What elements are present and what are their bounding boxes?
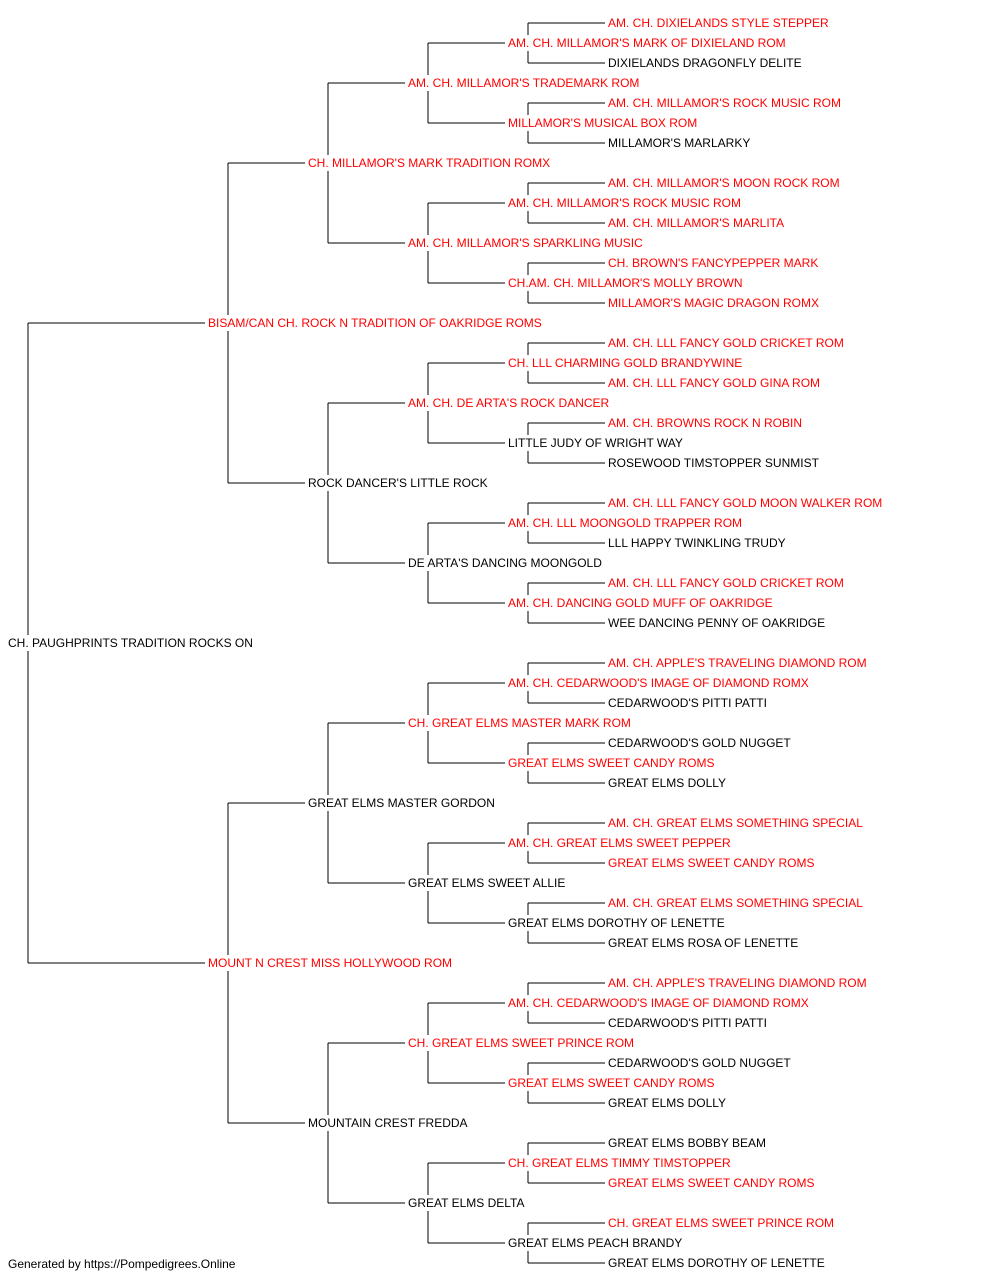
ancestor-name: LLL HAPPY TWINKLING TRUDY bbox=[608, 536, 786, 550]
ancestor-name: GREAT ELMS SWEET CANDY ROMS bbox=[508, 1076, 715, 1090]
ancestor-name: GREAT ELMS MASTER GORDON bbox=[308, 796, 495, 810]
ancestor-name: AM. CH. MILLAMOR'S ROCK MUSIC ROM bbox=[508, 196, 741, 210]
ancestor-name: AM. CH. LLL FANCY GOLD GINA ROM bbox=[608, 376, 821, 390]
ancestor-name: CH. LLL CHARMING GOLD BRANDYWINE bbox=[508, 356, 743, 370]
ancestor-name: GREAT ELMS SWEET ALLIE bbox=[408, 876, 566, 890]
ancestor-name: AM. CH. DANCING GOLD MUFF OF OAKRIDGE bbox=[508, 596, 773, 610]
ancestor-name: CH. GREAT ELMS TIMMY TIMSTOPPER bbox=[508, 1156, 731, 1170]
ancestor-name: CH. GREAT ELMS SWEET PRINCE ROM bbox=[608, 1216, 835, 1230]
ancestor-name: AM. CH. MILLAMOR'S ROCK MUSIC ROM bbox=[608, 96, 841, 110]
ancestor-name: GREAT ELMS DOROTHY OF LENETTE bbox=[508, 916, 725, 930]
ancestor-name: AM. CH. DE ARTA'S ROCK DANCER bbox=[408, 396, 610, 410]
ancestor-name: AM. CH. MILLAMOR'S MOON ROCK ROM bbox=[608, 176, 840, 190]
ancestor-name: AM. CH. MILLAMOR'S SPARKLING MUSIC bbox=[408, 236, 643, 250]
ancestor-name: AM. CH. DIXIELANDS STYLE STEPPER bbox=[608, 16, 829, 30]
ancestor-name: GREAT ELMS DOROTHY OF LENETTE bbox=[608, 1256, 825, 1270]
ancestor-name: GREAT ELMS DELTA bbox=[408, 1196, 525, 1210]
ancestor-name: GREAT ELMS SWEET CANDY ROMS bbox=[608, 1176, 815, 1190]
ancestor-name: ROCK DANCER'S LITTLE ROCK bbox=[308, 476, 488, 490]
ancestor-name: MILLAMOR'S MUSICAL BOX ROM bbox=[508, 116, 698, 130]
ancestor-name: AM. CH. MILLAMOR'S MARLITA bbox=[608, 216, 785, 230]
ancestor-name: CH. GREAT ELMS SWEET PRINCE ROM bbox=[408, 1036, 635, 1050]
ancestor-name: AM. CH. APPLE'S TRAVELING DIAMOND ROM bbox=[608, 656, 867, 670]
ancestor-name: AM. CH. APPLE'S TRAVELING DIAMOND ROM bbox=[608, 976, 867, 990]
ancestor-name: WEE DANCING PENNY OF OAKRIDGE bbox=[608, 616, 826, 630]
ancestor-name: CEDARWOOD'S GOLD NUGGET bbox=[608, 736, 791, 750]
ancestor-name: CH.AM. CH. MILLAMOR'S MOLLY BROWN bbox=[508, 276, 743, 290]
ancestor-name: AM. CH. LLL MOONGOLD TRAPPER ROM bbox=[508, 516, 743, 530]
ancestor-name: AM. CH. LLL FANCY GOLD CRICKET ROM bbox=[608, 336, 844, 350]
ancestor-name: AM. CH. BROWNS ROCK N ROBIN bbox=[608, 416, 803, 430]
ancestor-name: AM. CH. LLL FANCY GOLD MOON WALKER ROM bbox=[608, 496, 883, 510]
ancestor-name: AM. CH. MILLAMOR'S MARK OF DIXIELAND ROM bbox=[508, 36, 786, 50]
ancestor-name: GREAT ELMS PEACH BRANDY bbox=[508, 1236, 683, 1250]
ancestor-name: CEDARWOOD'S GOLD NUGGET bbox=[608, 1056, 791, 1070]
ancestor-name: CH. GREAT ELMS MASTER MARK ROM bbox=[408, 716, 631, 730]
ancestor-name: MOUNT N CREST MISS HOLLYWOOD ROM bbox=[208, 956, 453, 970]
footer-credit: Generated by https://Pompedigrees.Online bbox=[8, 1257, 236, 1271]
ancestor-name: CEDARWOOD'S PITTI PATTI bbox=[608, 1016, 767, 1030]
ancestor-name: GREAT ELMS DOLLY bbox=[608, 1096, 727, 1110]
subject-name: CH. PAUGHPRINTS TRADITION ROCKS ON bbox=[8, 636, 253, 650]
ancestor-name: AM. CH. GREAT ELMS SOMETHING SPECIAL bbox=[608, 816, 863, 830]
ancestor-name: CEDARWOOD'S PITTI PATTI bbox=[608, 696, 767, 710]
ancestor-name: AM. CH. CEDARWOOD'S IMAGE OF DIAMOND ROM… bbox=[508, 676, 809, 690]
ancestor-name: GREAT ELMS BOBBY BEAM bbox=[608, 1136, 767, 1150]
ancestor-name: CH. MILLAMOR'S MARK TRADITION ROMX bbox=[308, 156, 551, 170]
ancestor-name: MILLAMOR'S MAGIC DRAGON ROMX bbox=[608, 296, 819, 310]
ancestor-name: CH. BROWN'S FANCYPEPPER MARK bbox=[608, 256, 819, 270]
ancestor-name: GREAT ELMS DOLLY bbox=[608, 776, 727, 790]
ancestor-name: ROSEWOOD TIMSTOPPER SUNMIST bbox=[608, 456, 819, 470]
ancestor-name: DIXIELANDS DRAGONFLY DELITE bbox=[608, 56, 802, 70]
ancestor-name: AM. CH. CEDARWOOD'S IMAGE OF DIAMOND ROM… bbox=[508, 996, 809, 1010]
ancestor-name: LITTLE JUDY OF WRIGHT WAY bbox=[508, 436, 683, 450]
ancestor-name: MOUNTAIN CREST FREDDA bbox=[308, 1116, 468, 1130]
ancestor-name: AM. CH. GREAT ELMS SWEET PEPPER bbox=[508, 836, 731, 850]
ancestor-name: DE ARTA'S DANCING MOONGOLD bbox=[408, 556, 602, 570]
ancestor-name: AM. CH. LLL FANCY GOLD CRICKET ROM bbox=[608, 576, 844, 590]
ancestor-name: BISAM/CAN CH. ROCK N TRADITION OF OAKRID… bbox=[208, 316, 542, 330]
ancestor-name: GREAT ELMS SWEET CANDY ROMS bbox=[608, 856, 815, 870]
ancestor-name: GREAT ELMS ROSA OF LENETTE bbox=[608, 936, 799, 950]
ancestor-name: AM. CH. GREAT ELMS SOMETHING SPECIAL bbox=[608, 896, 863, 910]
ancestor-name: MILLAMOR'S MARLARKY bbox=[608, 136, 751, 150]
ancestor-name: GREAT ELMS SWEET CANDY ROMS bbox=[508, 756, 715, 770]
ancestor-name: AM. CH. MILLAMOR'S TRADEMARK ROM bbox=[408, 76, 640, 90]
